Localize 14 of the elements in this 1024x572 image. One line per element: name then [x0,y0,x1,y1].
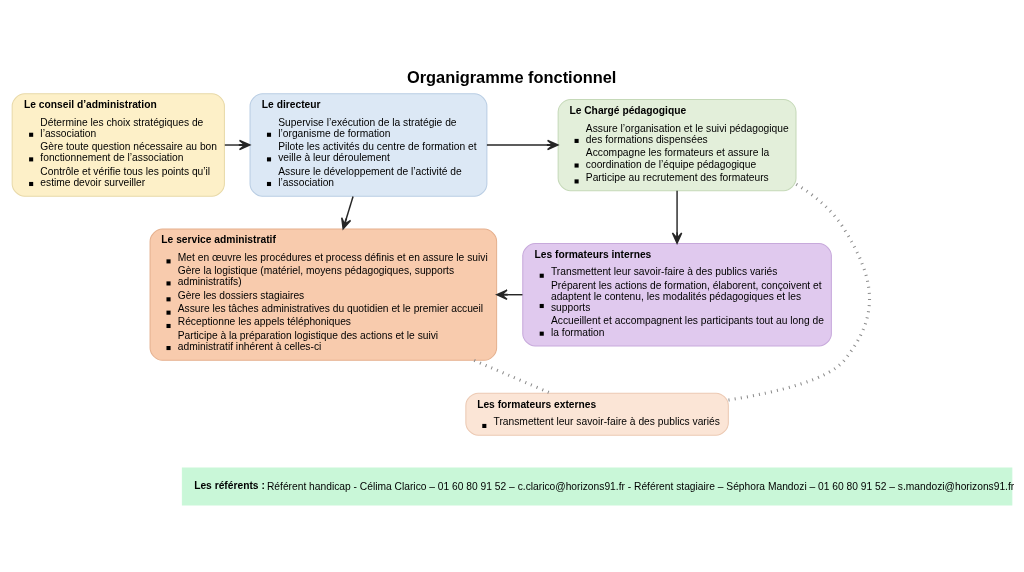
node-box: Le directeur Supervise l’exécution de la stratégie de l’organisme de formation Pilote les activités du centre de formation et veille à leur déroulement Assure le développement de l’activité de l’association [249,93,488,197]
node-box: Le service administratif Met en œuvre les procédures et process définis et en assure le suivi Gère la logistique (matériel, moyens pédagogiques, supports administratifs) Gère les dossiers stagiaires Assure les tâches administratives du quotidien et le premier accueil Réceptionne les appels téléphoniques Participe à la préparation logistique des actions et le suivi administratif inhérent à celles-ci [149,228,498,361]
node-box: Les formateurs externes Transmettent leur savoir-faire à des publics variés [465,392,729,436]
node-box: Le Chargé pédagogique Assure l’organisation et le suivi pédagogique des formations dispensées Accompagne les formateurs et assure la coordination de l’équipe pédagogique Participe au recrutement des formateurs [557,98,797,192]
arrow [486,139,559,151]
connector [473,359,551,395]
arrow [671,190,683,244]
node-box: Les formateurs internes Transmettent leur savoir-faire à des publics variés Préparent les actions de formation, élaborent, conçoivent et adaptent le contenu, les modalités pédagogiques et les supports Accueillent et accompagnent les participants tout au long de la formation [522,242,832,347]
node-box: Le conseil d’administration Détermine les choix stratégiques de l’association Gère toute question nécessaire au bon fonctionnement de l’association Contrôle et vérifie tous les points qu’il estime devoir surveiller [11,93,225,197]
arrow [224,139,251,151]
node-box: Les référents : Référent handicap - Célima Clarico – 01 60 80 91 52 – c.clarico@horizons91.fr - Référent stagiaire – Séphora Mandozi – 01 60 80 91 52 – s.mandozi@horizons91.fr [181,467,1013,506]
arrow [341,195,354,230]
connector [728,183,871,402]
diagram-title: Organigramme fonctionnel [406,68,617,87]
